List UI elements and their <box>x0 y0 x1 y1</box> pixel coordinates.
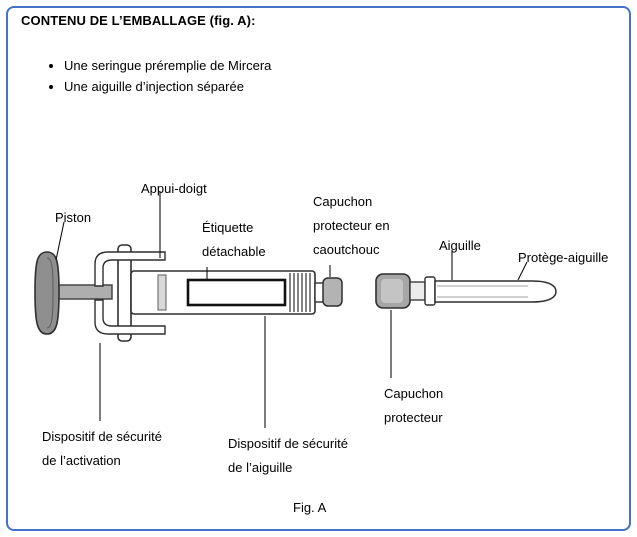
rubber-tip-cap <box>322 277 343 307</box>
safety-clip-top <box>94 251 166 287</box>
label-appui-doigt: Appui-doigt <box>141 181 207 196</box>
page-title: CONTENU DE L’EMBALLAGE (fig. A): <box>21 13 256 28</box>
figure-caption: Fig. A <box>293 500 327 515</box>
leader-piston <box>55 221 65 261</box>
label-protege-aiguille: Protège-aiguille <box>518 250 609 265</box>
label-securite-aiguille: Dispositif de sécurité de l’aiguille <box>228 436 348 475</box>
needle-shield-flange <box>424 276 436 306</box>
label-securite-activation: Dispositif de sécurité de l’activation <box>42 429 162 468</box>
needle-cap-highlight <box>381 279 403 303</box>
syringe-illustration <box>34 191 557 428</box>
label-capuchon-caoutchouc: Capuchon protecteur en caoutchouc <box>313 194 390 257</box>
label-piston: Piston <box>55 210 92 225</box>
needle-assembly <box>375 273 557 309</box>
plunger-pad-shading <box>46 257 54 329</box>
label-etiquette-detachable: Étiquette détachable <box>202 220 266 259</box>
plunger-pad <box>34 251 60 335</box>
needle-hub <box>409 281 426 301</box>
stopper <box>157 274 167 311</box>
label-aiguille: Aiguille <box>439 238 481 253</box>
list-item: Une seringue préremplie de Mircera <box>64 58 271 73</box>
plunger-rod <box>55 284 113 300</box>
figure-a-diagram: Piston Appui-doigt Étiquette détachable … <box>0 110 637 530</box>
package-contents-list: Une seringue préremplie de Mircera Une a… <box>42 58 271 100</box>
prefilled-syringe <box>34 244 343 342</box>
needle-shield <box>434 280 557 303</box>
label-capuchon-protecteur: Capuchon protecteur <box>384 386 444 425</box>
detachable-label-rect <box>186 278 287 307</box>
list-item: Une aiguille d’injection séparée <box>64 79 271 94</box>
barrel-ribs <box>289 273 311 312</box>
needle-shield-inner-lines <box>437 285 528 298</box>
leader-protege-aiguille <box>517 261 528 281</box>
leader-lines <box>55 191 528 428</box>
safety-clip-bottom <box>94 299 166 335</box>
